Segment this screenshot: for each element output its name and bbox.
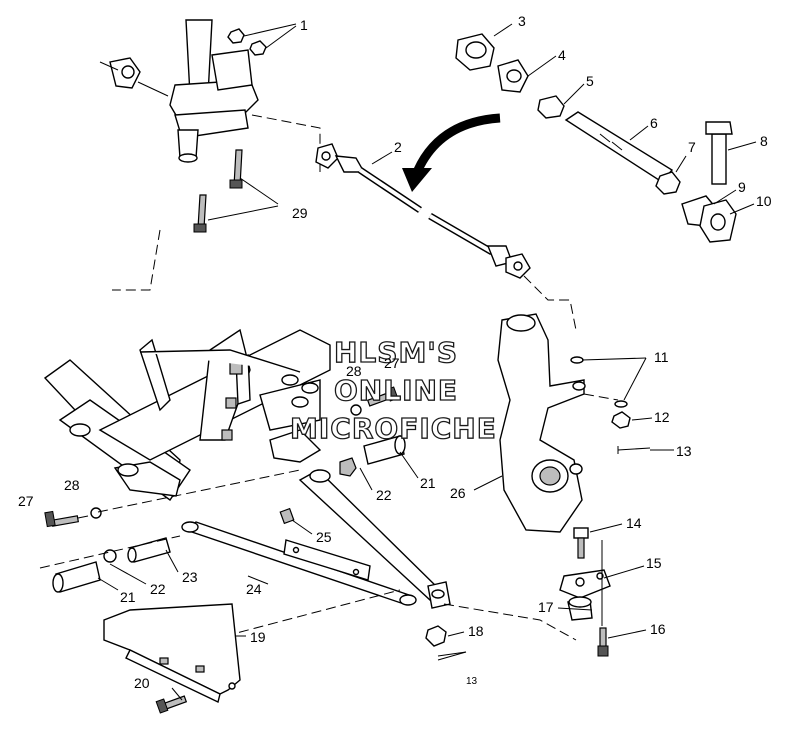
callout-label: 20 bbox=[134, 675, 150, 691]
tie-rod-2 bbox=[315, 143, 577, 331]
callout-label: 8 bbox=[760, 133, 768, 149]
ball-joint-group bbox=[559, 527, 611, 657]
watermark-line-2: ONLINE bbox=[334, 374, 458, 407]
watermark-line-3: MICROFICHE bbox=[290, 412, 497, 445]
a-arm-24 bbox=[181, 469, 451, 609]
callout-label: 23 bbox=[182, 569, 198, 585]
callout-label: 15 bbox=[646, 555, 662, 571]
callout-label: 27 bbox=[18, 493, 34, 509]
callout-label: 6 bbox=[650, 115, 658, 131]
tie-rod-end-parts bbox=[455, 33, 737, 243]
watermark-line-1: HLSM'S bbox=[334, 336, 458, 369]
watermark: HLSM'S ONLINE MICROFICHE bbox=[289, 335, 497, 445]
callout-label: 10 bbox=[756, 193, 772, 209]
bolt-washer-upper bbox=[350, 386, 399, 416]
callout-label: 24 bbox=[246, 581, 262, 597]
callout-labels: 1 2 3 4 5 6 7 8 9 10 11 12 13 14 15 16 1… bbox=[18, 13, 772, 691]
fastener-group-right bbox=[570, 356, 651, 454]
callout-label: 14 bbox=[626, 515, 642, 531]
vehicle-frame bbox=[43, 328, 331, 501]
callout-label: 16 bbox=[650, 621, 666, 637]
assembly-lines bbox=[39, 469, 577, 641]
callout-label: 29 bbox=[292, 205, 308, 221]
callout-label: 22 bbox=[150, 581, 166, 597]
callout-label: 18 bbox=[468, 623, 484, 639]
callout-label: 3 bbox=[518, 13, 526, 29]
steering-knuckle-26 bbox=[497, 313, 619, 533]
bolt-washer-lower bbox=[44, 507, 102, 528]
callout-label: 25 bbox=[316, 529, 332, 545]
assembly-arrow bbox=[402, 113, 501, 192]
callout-label: 11 bbox=[654, 349, 669, 365]
callout-label: 21 bbox=[420, 475, 436, 491]
steering-post-assembly bbox=[99, 19, 321, 291]
callout-label: 2 bbox=[394, 139, 402, 155]
callout-label: 5 bbox=[586, 73, 594, 89]
callout-label: 28 bbox=[346, 363, 362, 379]
callout-label: 26 bbox=[450, 485, 466, 501]
callout-label: 22 bbox=[376, 487, 392, 503]
callout-label: 27 bbox=[384, 355, 400, 371]
skid-plate-19 bbox=[103, 603, 241, 714]
callout-label: 28 bbox=[64, 477, 80, 493]
callout-label: 12 bbox=[654, 409, 670, 425]
nut-cotter-bottom bbox=[425, 625, 467, 661]
callout-label: 19 bbox=[250, 629, 266, 645]
callout-label: 4 bbox=[558, 47, 566, 63]
callout-label: 1 bbox=[300, 17, 308, 33]
callout-label: 9 bbox=[738, 179, 746, 195]
callout-label: 21 bbox=[120, 589, 136, 605]
callout-label: 13 bbox=[466, 676, 478, 687]
bushings-sleeves bbox=[52, 435, 406, 593]
leader-lines bbox=[97, 23, 757, 701]
callout-label: 7 bbox=[688, 139, 696, 155]
callout-label: 13 bbox=[676, 443, 692, 459]
callout-label: 17 bbox=[538, 599, 554, 615]
nut-pair-1 bbox=[227, 28, 267, 56]
